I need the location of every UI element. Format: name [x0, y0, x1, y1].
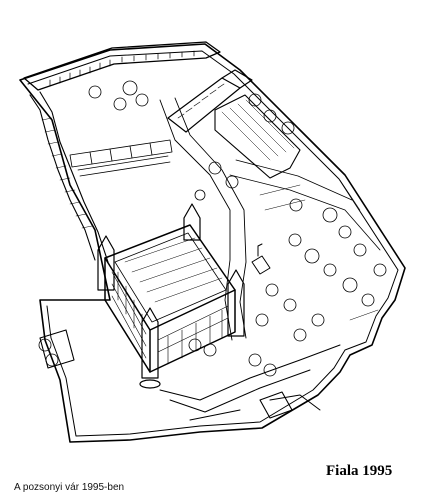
inner-wall-line: [27, 50, 399, 437]
trees: [38, 80, 387, 377]
east-terrace-hatching: [221, 99, 295, 161]
outer-fortification-wall: [19, 43, 406, 443]
west-wall-hatching: [41, 117, 93, 229]
south-gate: [39, 329, 293, 419]
west-wall-ramp: [29, 91, 109, 263]
south-walls: [159, 344, 341, 421]
garden-parterre: [69, 139, 173, 177]
east-road: [229, 159, 381, 251]
terrain-lines: [259, 179, 379, 321]
east-terrace-building: [214, 94, 301, 179]
corner-towers: [97, 203, 245, 389]
monument: [251, 243, 271, 275]
main-castle-building: [104, 224, 236, 373]
courtyard-road: [159, 97, 247, 341]
northeast-wing-building: [167, 69, 253, 133]
north-wing-windows: [49, 50, 195, 87]
north-wing-building: [23, 41, 221, 91]
image-caption: A pozsonyi vár 1995-ben: [14, 482, 125, 493]
northeast-wing-windows: [177, 83, 225, 119]
artist-signature: Fiala 1995: [326, 463, 393, 479]
castle-plan-drawing: [19, 41, 406, 443]
